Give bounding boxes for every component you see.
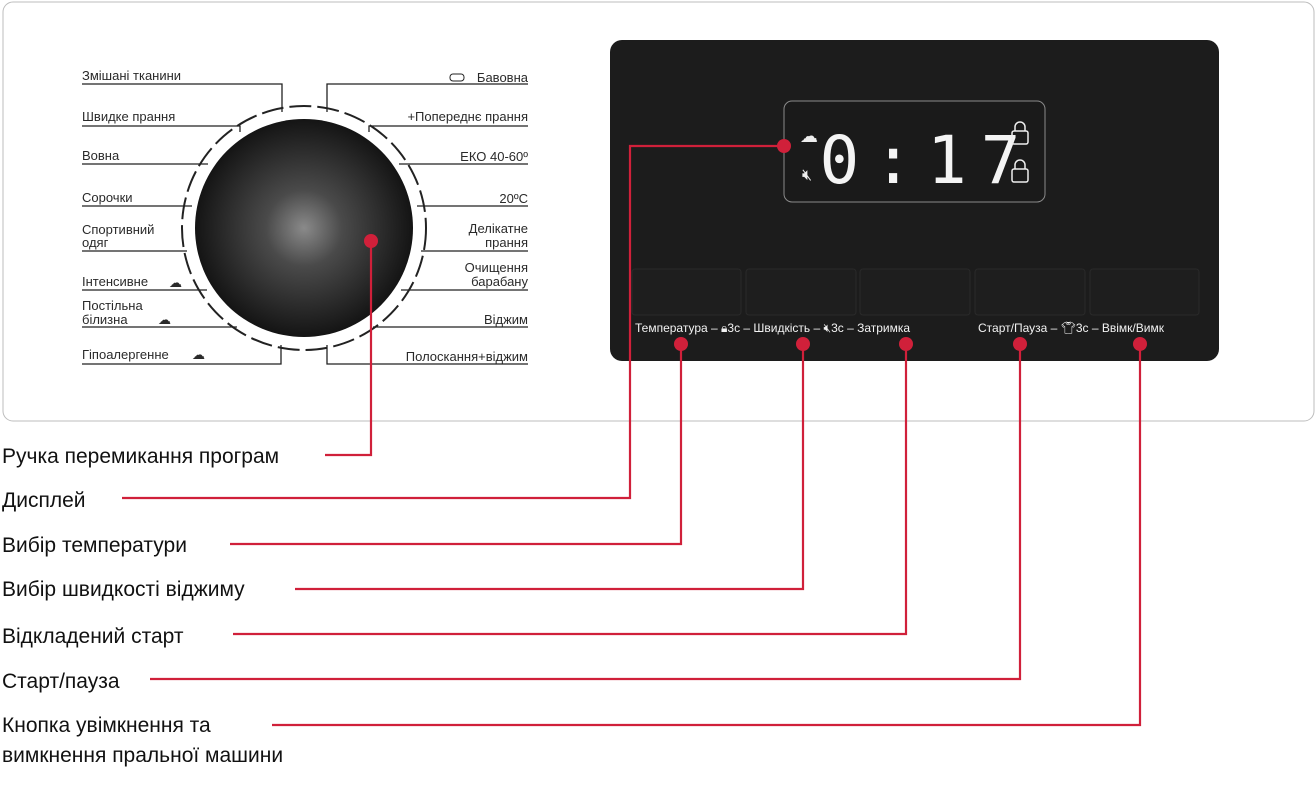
cotton-tag-icon xyxy=(449,73,465,82)
display-time: 0:17 xyxy=(820,122,1035,199)
program-drum-clean: Очищення xyxy=(465,260,528,275)
callout-start-pause: Старт/пауза xyxy=(2,670,120,693)
dial-labels-left: Змішані тканини Швидке прання Вовна Соро… xyxy=(82,68,205,362)
buttons-caption-left: Температура – 🔒︎3с – Швидкість – 🔇︎3с – … xyxy=(635,321,910,335)
program-drum-clean-2: барабану xyxy=(471,274,528,289)
dial-labels-right: Бавовна +Попереднє прання ЕКО 40-60º 20º… xyxy=(406,70,529,364)
spin-speed-button[interactable] xyxy=(745,268,857,316)
mute-icon: 🔇︎ xyxy=(820,321,831,335)
program-prewash: +Попереднє прання xyxy=(407,109,528,124)
callout-display: Дисплей xyxy=(2,489,86,512)
delay-button[interactable] xyxy=(859,268,971,316)
callout-lines xyxy=(122,139,1147,727)
program-sport: Спортивний xyxy=(82,222,154,237)
steam-icon: ☁ xyxy=(158,312,171,327)
dial-label-lines xyxy=(82,83,528,365)
program-intensive: Інтенсивне xyxy=(82,274,148,289)
buttons-caption-right: Старт/Пауза – 👕︎3с – Ввімк/Вимк xyxy=(978,321,1165,335)
program-bedding: Постільна xyxy=(82,298,143,313)
power-button[interactable] xyxy=(1089,268,1200,316)
steam-icon: ☁ xyxy=(800,126,818,146)
callout-temperature: Вибір температури xyxy=(2,534,187,557)
program-delicate-2: прання xyxy=(485,235,528,250)
callout-spin-speed: Вибір швидкості віджиму xyxy=(2,578,245,601)
start-pause-button[interactable] xyxy=(974,268,1086,316)
program-20c: 20ºC xyxy=(499,191,528,206)
lock-icon: 🔒︎ xyxy=(718,321,728,335)
callout-power: Кнопка увімкнення та xyxy=(2,714,211,737)
program-rinse-spin: Полоскання+віджим xyxy=(406,349,528,364)
temperature-button[interactable] xyxy=(631,268,742,316)
program-delicate: Делікатне xyxy=(469,221,528,236)
program-spin: Віджим xyxy=(484,312,528,327)
program-shirts: Сорочки xyxy=(82,190,133,205)
program-cotton: Бавовна xyxy=(477,70,529,85)
callout-power-2: вимкнення пральної машини xyxy=(2,744,283,767)
child-lock-icon xyxy=(1011,121,1029,145)
program-bedding-2: білизна xyxy=(82,312,128,327)
program-sport-2: одяг xyxy=(82,235,109,250)
dial-ring xyxy=(181,105,427,351)
program-eco: ЕКО 40-60º xyxy=(460,149,528,164)
program-knob[interactable] xyxy=(195,119,413,337)
program-quick: Швидке прання xyxy=(82,109,175,124)
mute-icon: 🔇︎ xyxy=(802,167,812,184)
door-lock-icon xyxy=(1011,159,1029,183)
program-hypoallergenic: Гіпоалергенне xyxy=(82,347,169,362)
steam-icon: ☁ xyxy=(192,347,205,362)
callout-delay: Відкладений старт xyxy=(2,625,184,648)
program-mixed: Змішані тканини xyxy=(82,68,181,83)
steam-icon: ☁ xyxy=(169,275,182,290)
shirt-icon: 👕︎ xyxy=(1057,321,1076,335)
callout-knob: Ручка перемикання програм xyxy=(2,445,279,468)
program-wool: Вовна xyxy=(82,148,120,163)
